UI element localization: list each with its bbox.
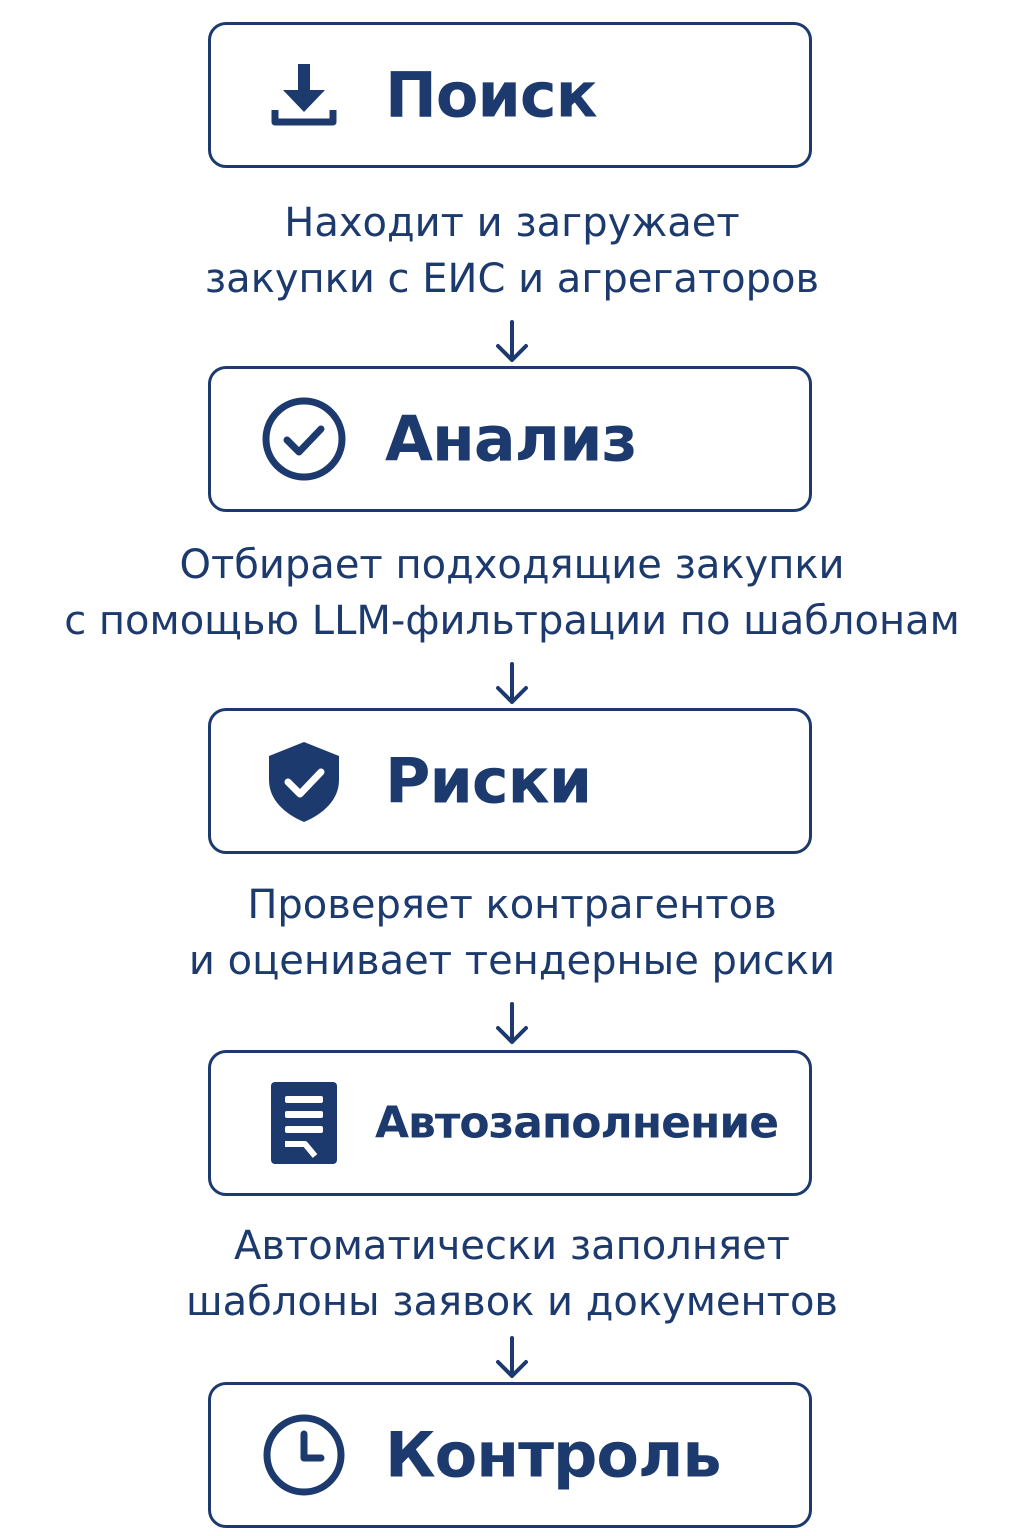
step-description: Проверяет контрагентов и оценивает тенде… <box>0 877 1024 989</box>
step-description: Отбирает подходящие закупки с помощью LL… <box>0 537 1024 649</box>
step-description: Находит и загружает закупки с ЕИС и агре… <box>0 195 1024 307</box>
description-line: Автоматически заполняет <box>234 1223 790 1269</box>
document-form-icon <box>259 1078 349 1168</box>
step-analysis-box: Анализ <box>208 366 812 512</box>
step-title: Анализ <box>385 402 638 476</box>
description-line: с помощью LLM-фильтрации по шаблонам <box>64 598 960 644</box>
flow-arrow-icon <box>492 320 532 364</box>
check-circle-icon <box>259 394 349 484</box>
shield-check-icon <box>259 736 349 826</box>
flow-arrow-icon <box>492 1336 532 1380</box>
step-risks-box: Риски <box>208 708 812 854</box>
step-title: Контроль <box>385 1418 722 1492</box>
description-line: Проверяет контрагентов <box>247 882 777 928</box>
flow-arrow-icon <box>492 662 532 706</box>
download-icon <box>259 50 349 140</box>
description-line: шаблоны заявок и документов <box>186 1279 838 1325</box>
step-search-box: Поиск <box>208 22 812 168</box>
description-line: закупки с ЕИС и агрегаторов <box>204 256 820 302</box>
clock-icon <box>259 1410 349 1500</box>
step-title: Поиск <box>385 58 598 132</box>
step-control-box: Контроль <box>208 1382 812 1528</box>
description-line: Отбирает подходящие закупки <box>179 542 845 588</box>
step-description: Автоматически заполняет шаблоны заявок и… <box>0 1218 1024 1330</box>
step-title: Автозаполнение <box>375 1097 779 1149</box>
description-line: и оценивает тендерные риски <box>188 938 836 984</box>
step-title: Риски <box>385 744 592 818</box>
flow-arrow-icon <box>492 1002 532 1046</box>
step-autofill-box: Автозаполнение <box>208 1050 812 1196</box>
description-line: Находит и загружает <box>284 200 740 246</box>
